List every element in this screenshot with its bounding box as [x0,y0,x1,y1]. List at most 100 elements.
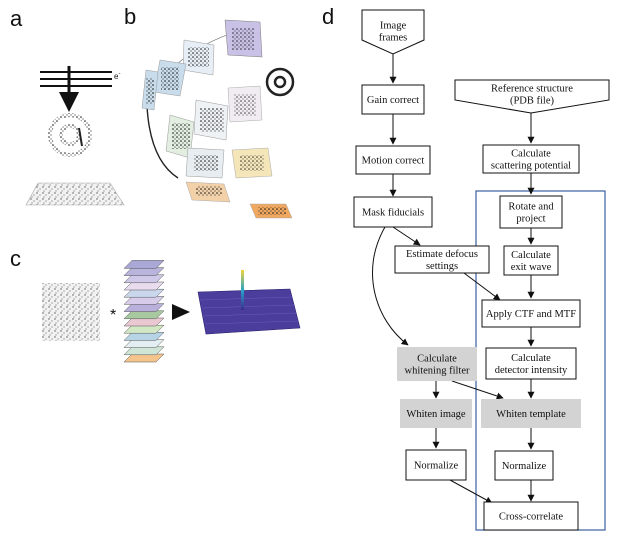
micrograph-image [42,283,100,341]
node-label-line: (PDB file) [510,96,555,107]
node-normalize-left: Normalize [405,449,467,481]
projection-tile-3 [153,59,187,97]
projection-tile-11 [249,203,293,219]
panel-label-c: c [10,246,21,271]
node-label-line: Apply CTF and MTF [486,309,576,320]
template-slab [123,353,165,363]
svg-text:Normalize: Normalize [502,461,547,472]
edge-defocus-to-ctf [459,269,501,301]
node-label-line: exit wave [511,262,552,273]
node-label-line: Whiten image [406,409,466,420]
node-label-line: Calculate [417,354,457,365]
node-label-line: settings [426,261,458,272]
panel-a-illustration: e- [25,66,125,206]
svg-text:Cross-correlate: Cross-correlate [499,512,563,523]
node-label-line: project [516,214,545,225]
arrow-right-icon [172,304,190,320]
projection-tile-5 [227,85,263,123]
edge-mask-to-whitening [372,226,409,346]
panel-b-illustration [141,19,295,219]
node-reference-structure: Reference structure(PDB file) [454,79,610,114]
electron-beam-icon [40,66,112,112]
template-slab [123,324,165,334]
template-slab [123,346,165,356]
node-whiten-image: Whiten image [400,399,472,428]
svg-text:Gain correct: Gain correct [367,95,419,106]
edge-mask-to-defocus [392,226,421,246]
template-slab [123,274,165,284]
convolution-operator: * [110,307,116,324]
beam-label: e- [114,71,120,81]
node-label-line: Rotate and [508,202,554,213]
at-sign-icon [265,67,295,97]
template-slab [123,296,165,305]
panel-label-b: b [124,4,136,29]
node-label-line: Mask fiducials [362,208,424,219]
node-label-line: Image [380,21,407,32]
node-label-line: Calculate [511,149,551,160]
node-label-line: Reference structure [491,84,573,95]
node-normalize-right: Normalize [494,450,554,481]
node-label-line: scattering potential [491,161,571,172]
projection-tile-7 [165,114,195,159]
node-label-line: frames [379,33,408,44]
node-cross-correlate: Cross-correlate [483,501,579,531]
node-label-line: Whiten template [496,409,566,420]
node-apply-ctf: Apply CTF and MTF [481,299,581,328]
template-slab [123,339,165,348]
template-slab [123,310,165,320]
detector-image [25,182,125,206]
template-slab [123,260,165,269]
svg-text:Mask fiducials: Mask fiducials [362,208,424,219]
template-slab [123,303,165,312]
panel-c-illustration: * [42,260,301,363]
flow-edges [372,53,535,504]
svg-text:Apply CTF and MTF: Apply CTF and MTF [486,309,576,320]
projection-tile-8 [185,147,225,179]
node-label-line: Estimate defocus [406,249,478,260]
template-slab [123,317,165,327]
svg-text:Motion correct: Motion correct [362,156,425,167]
projection-tile-9 [231,147,273,179]
node-label-line: detector intensity [495,365,568,376]
svg-text:Whiten template: Whiten template [496,409,566,420]
template-slab [123,288,165,298]
projection-tile-4 [141,69,159,111]
projection-tile-1 [224,19,263,58]
panel-label-d: d [322,4,334,29]
node-label-line: Gain correct [367,95,419,106]
svg-text:Reference structure(PDB file): Reference structure(PDB file) [491,84,573,107]
correlation-surface [197,270,301,335]
projection-tile-2 [182,39,215,76]
correlation-peak [241,270,244,310]
node-label-line: Cross-correlate [499,512,563,523]
template-slab [123,267,165,276]
node-label-line: Calculate [511,353,551,364]
node-label-line: Normalize [414,461,459,472]
node-whiten-template: Whiten template [481,399,581,428]
node-label-line: Motion correct [362,156,425,167]
template-slab [123,332,165,341]
projection-tile-10 [185,181,231,203]
molecule-icon [48,113,92,157]
template-slab [123,281,165,291]
svg-text:Whiten image: Whiten image [406,409,466,420]
node-motion-correct: Motion correct [355,145,431,175]
node-label-line: whitening filter [404,366,470,377]
projection-tile-6 [193,99,229,141]
